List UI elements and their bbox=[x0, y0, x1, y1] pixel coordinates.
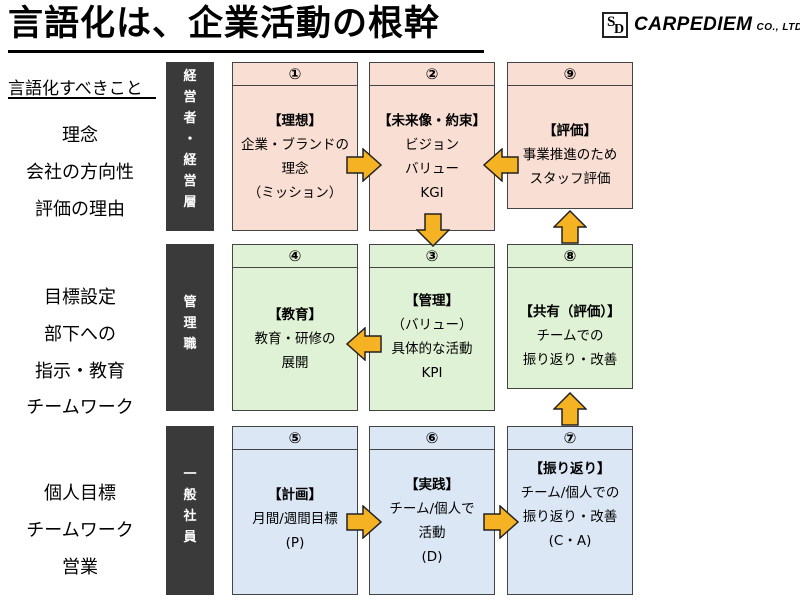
title-underline bbox=[8, 50, 484, 53]
band-executive: 経営者・経営層 bbox=[166, 62, 214, 231]
left-item: 営業 bbox=[62, 557, 98, 578]
arrow-right-icon bbox=[483, 505, 519, 539]
left-item: チームワーク bbox=[26, 520, 134, 541]
left-heading: 言語化すべきこと bbox=[8, 79, 143, 99]
left-item: 指示・教育 bbox=[35, 361, 125, 382]
box-6-practice: ⑥ 【実践】チーム/個人で活動(D) bbox=[369, 426, 495, 595]
left-heading-underline bbox=[8, 97, 156, 99]
box-5-plan: ⑤ 【計画】月間/週間目標(P) bbox=[232, 426, 358, 595]
arrow-right-icon bbox=[346, 505, 382, 539]
left-item: 部下への bbox=[44, 324, 116, 345]
left-item: 会社の方向性 bbox=[26, 162, 134, 183]
arrow-down-icon bbox=[416, 213, 450, 247]
band-manager: 管理職 bbox=[166, 244, 214, 411]
arrow-left-icon bbox=[346, 327, 382, 361]
arrow-right-icon bbox=[346, 148, 382, 182]
left-item: チームワーク bbox=[26, 397, 134, 418]
box-9-evaluation: ⑨ 【評価】事業推進のためスタッフ評価 bbox=[507, 62, 633, 209]
band-staff: 一般社員 bbox=[166, 426, 214, 595]
left-item: 理念 bbox=[62, 125, 98, 146]
arrow-left-icon bbox=[483, 148, 519, 182]
arrow-up-icon bbox=[553, 210, 587, 244]
box-7-reflection: ⑦ 【振り返り】チーム/個人での振り返り・改善(C・A) bbox=[507, 426, 633, 595]
box-4-education: ④ 【教育】教育・研修の展開 bbox=[232, 244, 358, 411]
logo-suffix: CO., LTD bbox=[756, 22, 800, 33]
page-title: 言語化は、企業活動の根幹 bbox=[8, 4, 441, 44]
box-8-sharing: ⑧ 【共有（評価）】チームでの振り返り・改善 bbox=[507, 244, 633, 389]
left-item: 目標設定 bbox=[44, 287, 116, 308]
logo-name: CARPEDIEM bbox=[634, 14, 753, 35]
left-item: 評価の理由 bbox=[35, 199, 125, 220]
box-1-ideal: ① 【理想】企業・ブランドの理念（ミッション） bbox=[232, 62, 358, 231]
arrow-up-icon bbox=[553, 392, 587, 426]
left-item: 個人目標 bbox=[44, 483, 116, 504]
